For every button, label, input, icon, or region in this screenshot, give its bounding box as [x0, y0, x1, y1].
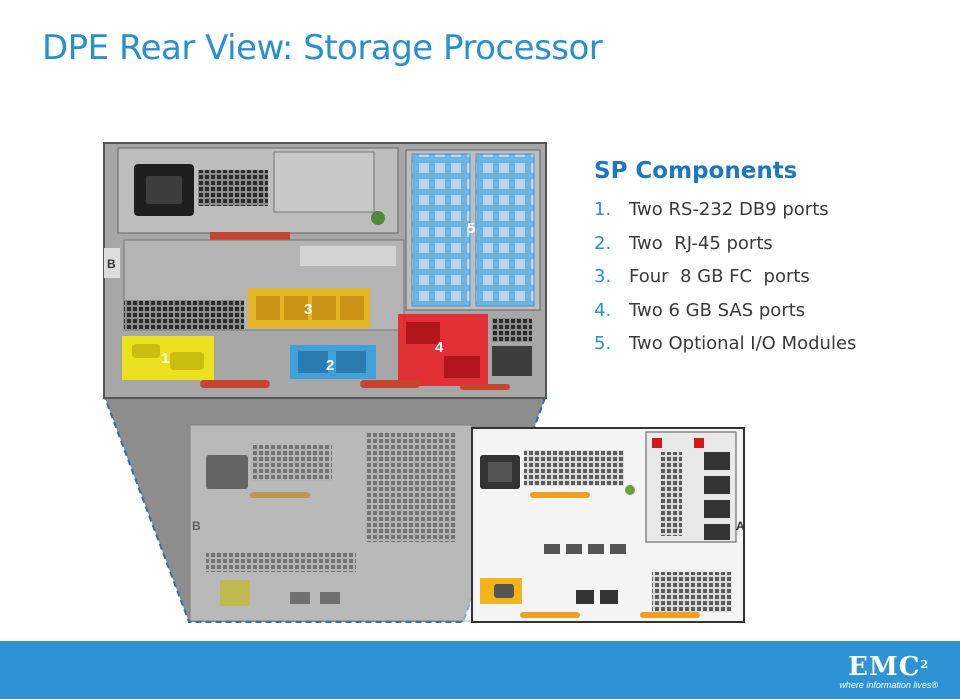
component-label: Two Optional I/O Modules	[629, 333, 856, 354]
component-number: 3.	[594, 265, 629, 289]
component-label: Four 8 GB FC ports	[629, 266, 810, 287]
component-label: Two RJ-45 ports	[629, 233, 773, 254]
component-label: Two RS-232 DB9 ports	[629, 199, 829, 220]
component-label: Two 6 GB SAS ports	[629, 300, 805, 321]
components-list: 1.Two RS-232 DB9 ports 2.Two RJ-45 ports…	[594, 198, 856, 366]
callout-1: 1	[161, 350, 169, 367]
svg-text:B: B	[107, 257, 116, 271]
callout-5: 5	[467, 220, 475, 237]
emc-logo: EMC2 where information lives®	[839, 654, 938, 690]
component-item: 1.Two RS-232 DB9 ports	[594, 198, 856, 232]
component-item: 3.Four 8 GB FC ports	[594, 265, 856, 299]
component-number: 1.	[594, 198, 629, 222]
logo-sup: 2	[920, 658, 929, 671]
svg-text:A: A	[736, 519, 745, 533]
sp-diagram-b: B	[190, 425, 472, 621]
logo-tagline-mark: ®	[931, 680, 938, 690]
component-item: 2.Two RJ-45 ports	[594, 232, 856, 266]
logo-tagline: where information lives	[839, 680, 931, 690]
callout-3: 3	[304, 301, 312, 318]
components-heading: SP Components	[594, 158, 797, 184]
footer-bar: EMC2 where information lives®	[0, 641, 960, 699]
component-number: 5.	[594, 332, 629, 356]
callout-4: 4	[435, 339, 444, 356]
callout-2: 2	[326, 357, 334, 374]
logo-text: EMC	[848, 652, 920, 682]
component-item: 5.Two Optional I/O Modules	[594, 332, 856, 366]
component-number: 4.	[594, 299, 629, 323]
component-number: 2.	[594, 232, 629, 256]
component-item: 4.Two 6 GB SAS ports	[594, 299, 856, 333]
svg-text:B: B	[192, 519, 201, 533]
sp-diagram-a: A	[472, 428, 745, 622]
sp-photo: B	[104, 143, 546, 398]
